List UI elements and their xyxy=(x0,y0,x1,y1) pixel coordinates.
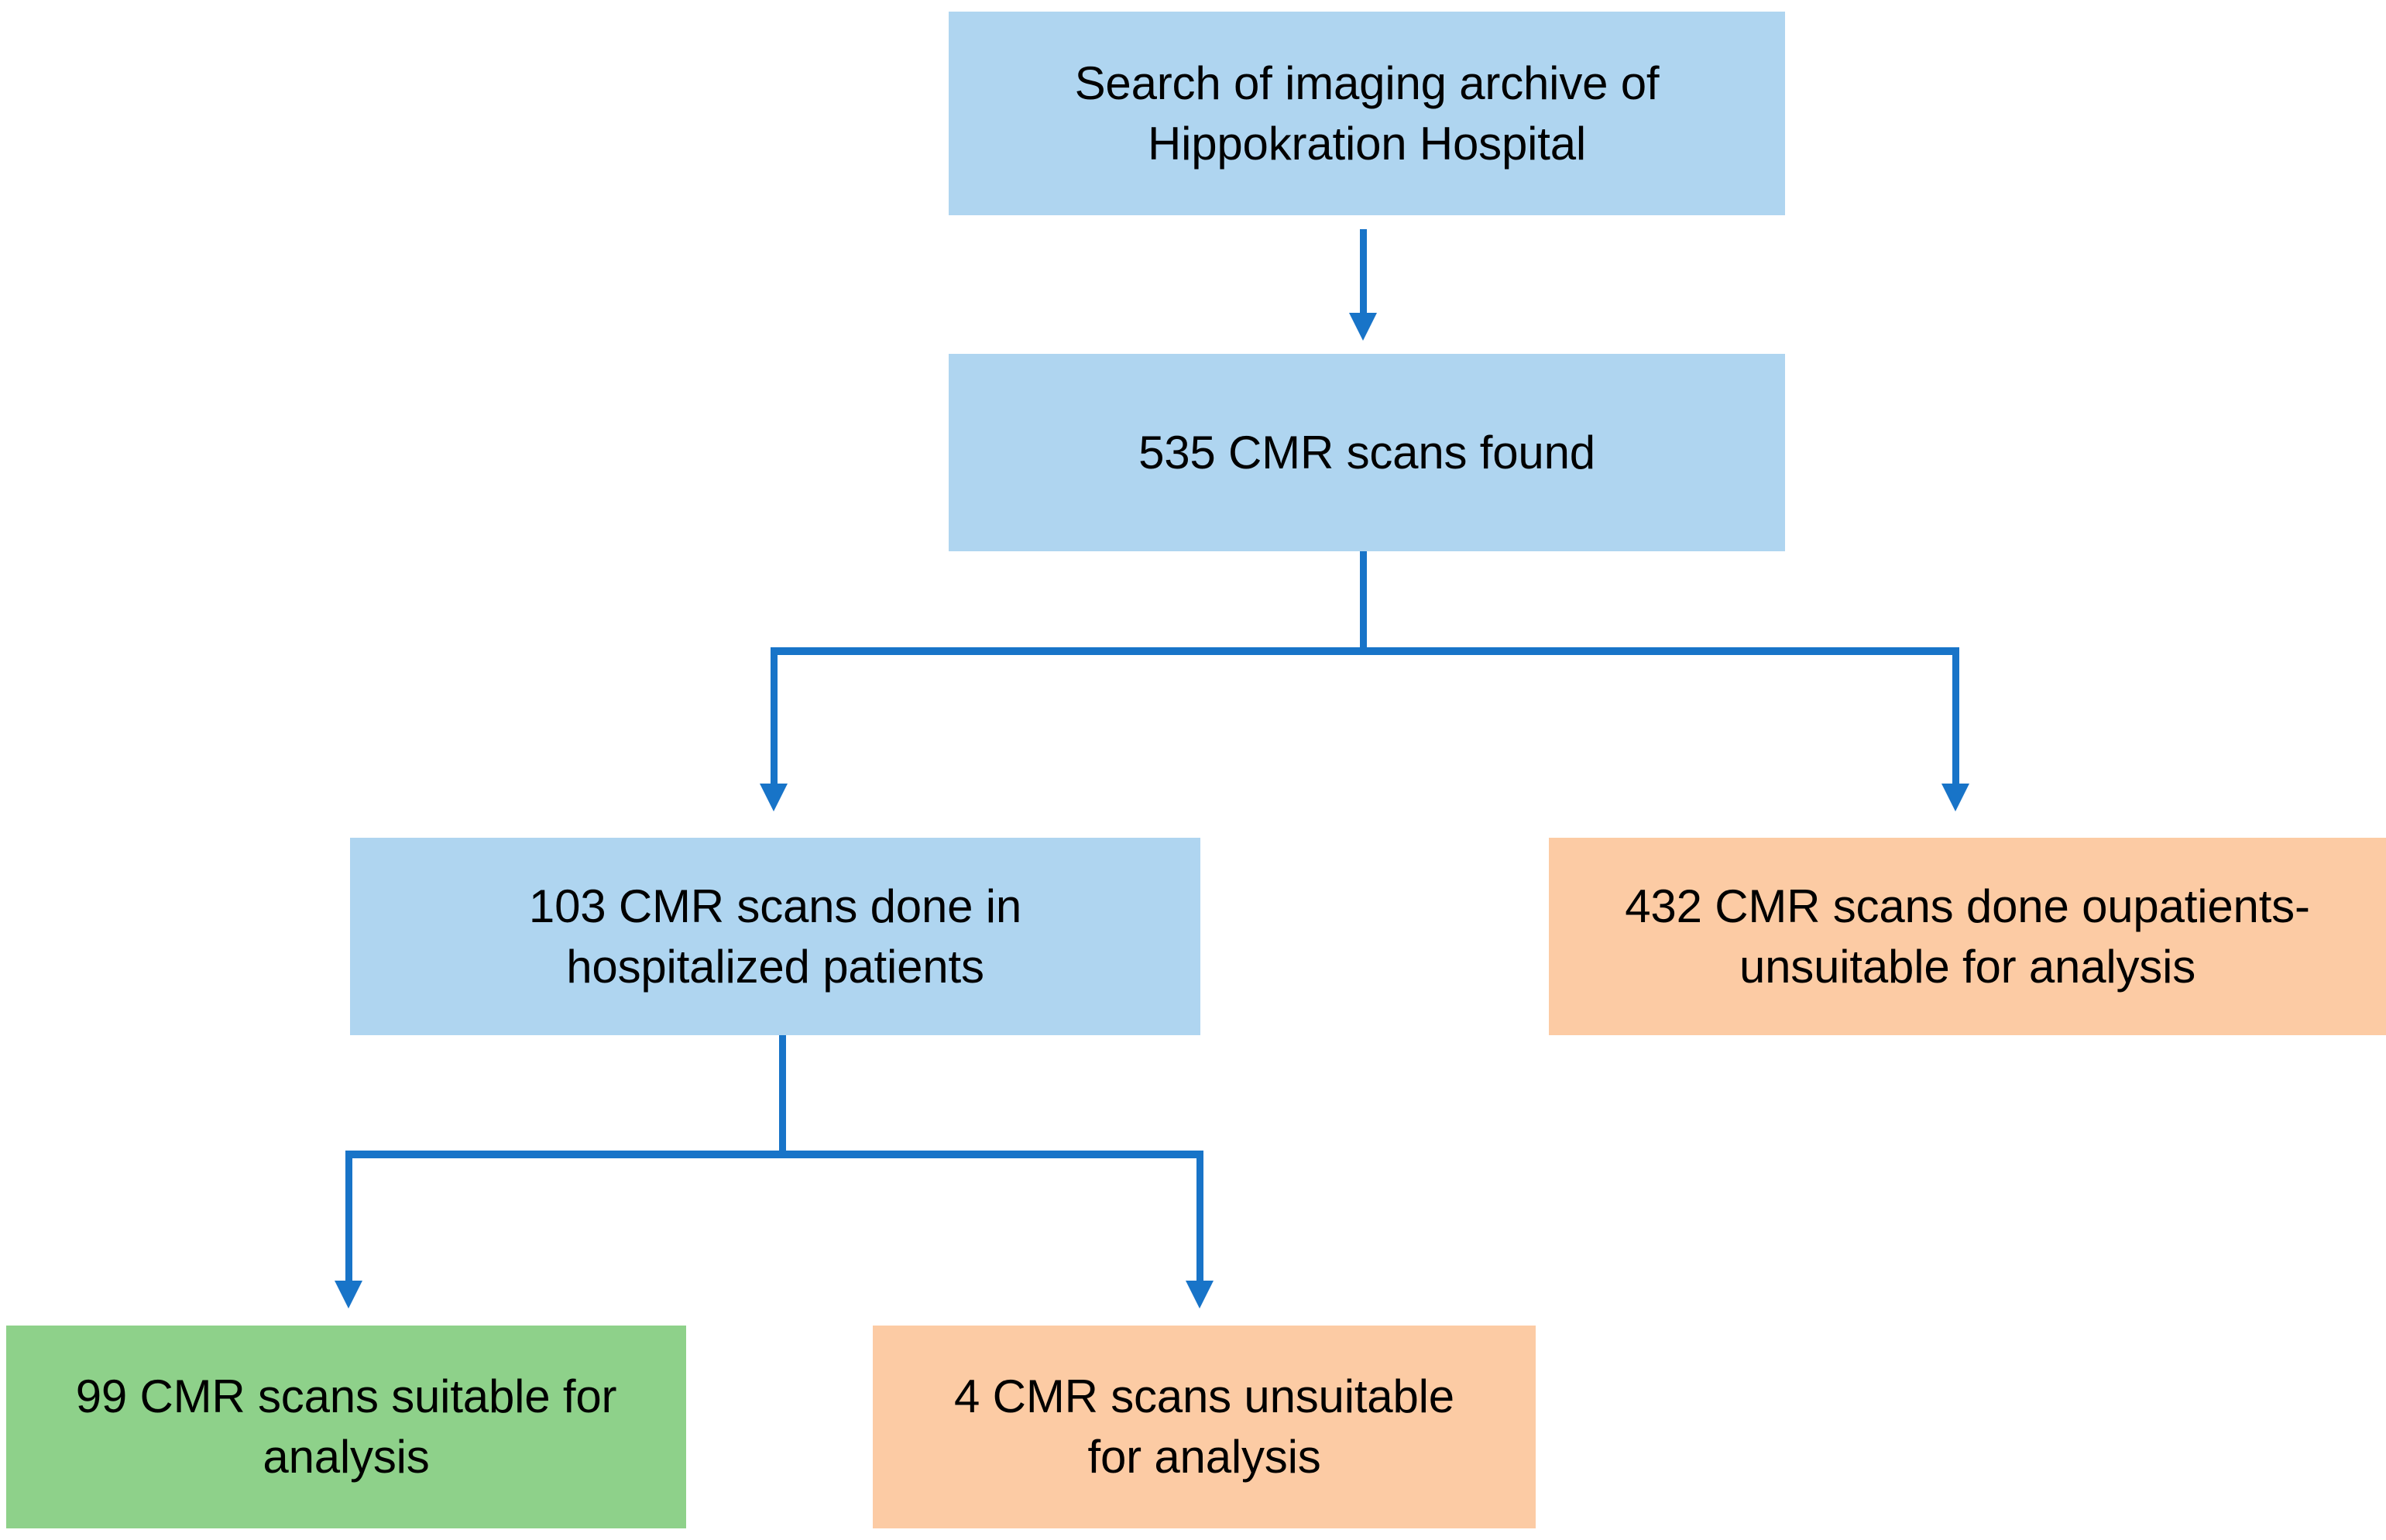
connector-found-split-bar xyxy=(771,647,1959,655)
connector-found-split-right-drop xyxy=(1952,647,1959,794)
node-search-archive-text: Search of imaging archive of Hippokratio… xyxy=(963,53,1771,174)
node-hospitalized-scans-line1: 103 CMR scans done in xyxy=(528,880,1022,932)
node-suitable-scans-text: 99 CMR scans suitable for analysis xyxy=(20,1367,672,1487)
connector-hospitalized-split-right-arrowhead xyxy=(1186,1281,1214,1308)
node-outpatient-scans-line2: unsuitable for analysis xyxy=(1739,940,2196,993)
node-outpatient-scans[interactable]: 432 CMR scans done oupatients- unsuitabl… xyxy=(1549,838,2386,1035)
connector-found-split-stem xyxy=(1360,551,1367,654)
connector-hospitalized-split-right-drop xyxy=(1196,1151,1203,1291)
node-scans-found-line1: 535 CMR scans found xyxy=(1138,426,1595,478)
node-search-archive-line1: Search of imaging archive of xyxy=(1074,57,1660,109)
node-hospitalized-scans-text: 103 CMR scans done in hospitalized patie… xyxy=(364,876,1186,997)
node-suitable-scans[interactable]: 99 CMR scans suitable for analysis xyxy=(6,1326,686,1528)
connector-found-split-right-arrowhead xyxy=(1941,784,1969,811)
connector-hospitalized-split-left-drop xyxy=(345,1151,352,1291)
connector-found-split-left-arrowhead xyxy=(760,784,788,811)
node-suitable-scans-line2: analysis xyxy=(263,1431,430,1483)
connector-search-to-found-stem xyxy=(1360,229,1367,324)
node-unsuitable-scans-line1: 4 CMR scans unsuitable xyxy=(954,1370,1454,1422)
connector-hospitalized-split-left-arrowhead xyxy=(335,1281,362,1308)
node-hospitalized-scans-line2: hospitalized patients xyxy=(566,940,984,993)
node-search-archive-line2: Hippokration Hospital xyxy=(1147,117,1587,170)
node-unsuitable-scans[interactable]: 4 CMR scans unsuitable for analysis xyxy=(873,1326,1536,1528)
node-scans-found-text: 535 CMR scans found xyxy=(963,423,1771,483)
connector-found-split-left-drop xyxy=(771,647,778,794)
node-search-archive[interactable]: Search of imaging archive of Hippokratio… xyxy=(949,12,1785,215)
node-outpatient-scans-text: 432 CMR scans done oupatients- unsuitabl… xyxy=(1563,876,2372,997)
connector-hospitalized-split-stem xyxy=(779,1035,786,1158)
node-hospitalized-scans[interactable]: 103 CMR scans done in hospitalized patie… xyxy=(350,838,1200,1035)
node-outpatient-scans-line1: 432 CMR scans done oupatients- xyxy=(1625,880,2310,932)
connector-search-to-found-arrowhead xyxy=(1349,313,1377,341)
connector-hospitalized-split-bar xyxy=(345,1151,1203,1158)
node-unsuitable-scans-line2: for analysis xyxy=(1087,1431,1321,1483)
node-suitable-scans-line1: 99 CMR scans suitable for xyxy=(75,1370,617,1422)
node-scans-found[interactable]: 535 CMR scans found xyxy=(949,354,1785,551)
node-unsuitable-scans-text: 4 CMR scans unsuitable for analysis xyxy=(887,1367,1522,1487)
